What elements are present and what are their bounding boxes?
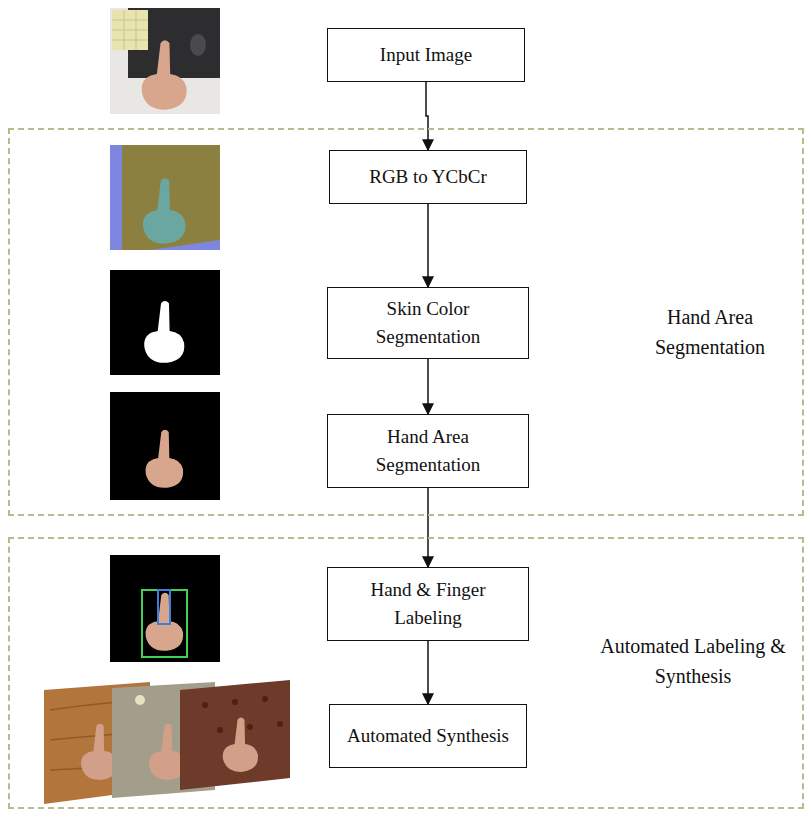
process-box: Skin Color Segmentation <box>327 287 529 359</box>
box-label: Input Image <box>366 41 486 69</box>
synthesis-collage <box>44 680 290 804</box>
process-box: RGB to YCbCr <box>329 150 527 204</box>
stage-label: Hand Area Segmentation <box>622 302 798 362</box>
process-box: Hand & Finger Labeling <box>327 567 529 641</box>
box-label: Hand Area Segmentation <box>328 423 528 478</box>
flow-arrow <box>426 82 428 150</box>
box-label: Hand & Finger Labeling <box>328 576 528 631</box>
box-label: Skin Color Segmentation <box>328 295 528 350</box>
hand-area-image <box>110 392 220 500</box>
labeling-image <box>110 555 220 662</box>
stage-band: Automated Labeling & Synthesis Hand & Fin… <box>8 537 804 809</box>
box-label: Automated Synthesis <box>333 722 523 750</box>
flow-arrow <box>427 204 429 287</box>
skin-mask-image <box>110 270 220 375</box>
flow-arrow <box>427 488 429 567</box>
flow-arrow <box>427 359 429 414</box>
ycbcr-image <box>110 145 220 250</box>
process-box: Input Image <box>327 28 525 82</box>
stage-band: Hand Area Segmentation RGB to YCbCrSkin C… <box>8 128 804 516</box>
process-box: Automated Synthesis <box>329 704 527 768</box>
input-photo <box>110 8 220 114</box>
process-box: Hand Area Segmentation <box>327 414 529 488</box>
stage-label: Automated Labeling & Synthesis <box>580 631 806 691</box>
box-label: RGB to YCbCr <box>355 163 501 191</box>
flow-arrow <box>427 641 429 704</box>
